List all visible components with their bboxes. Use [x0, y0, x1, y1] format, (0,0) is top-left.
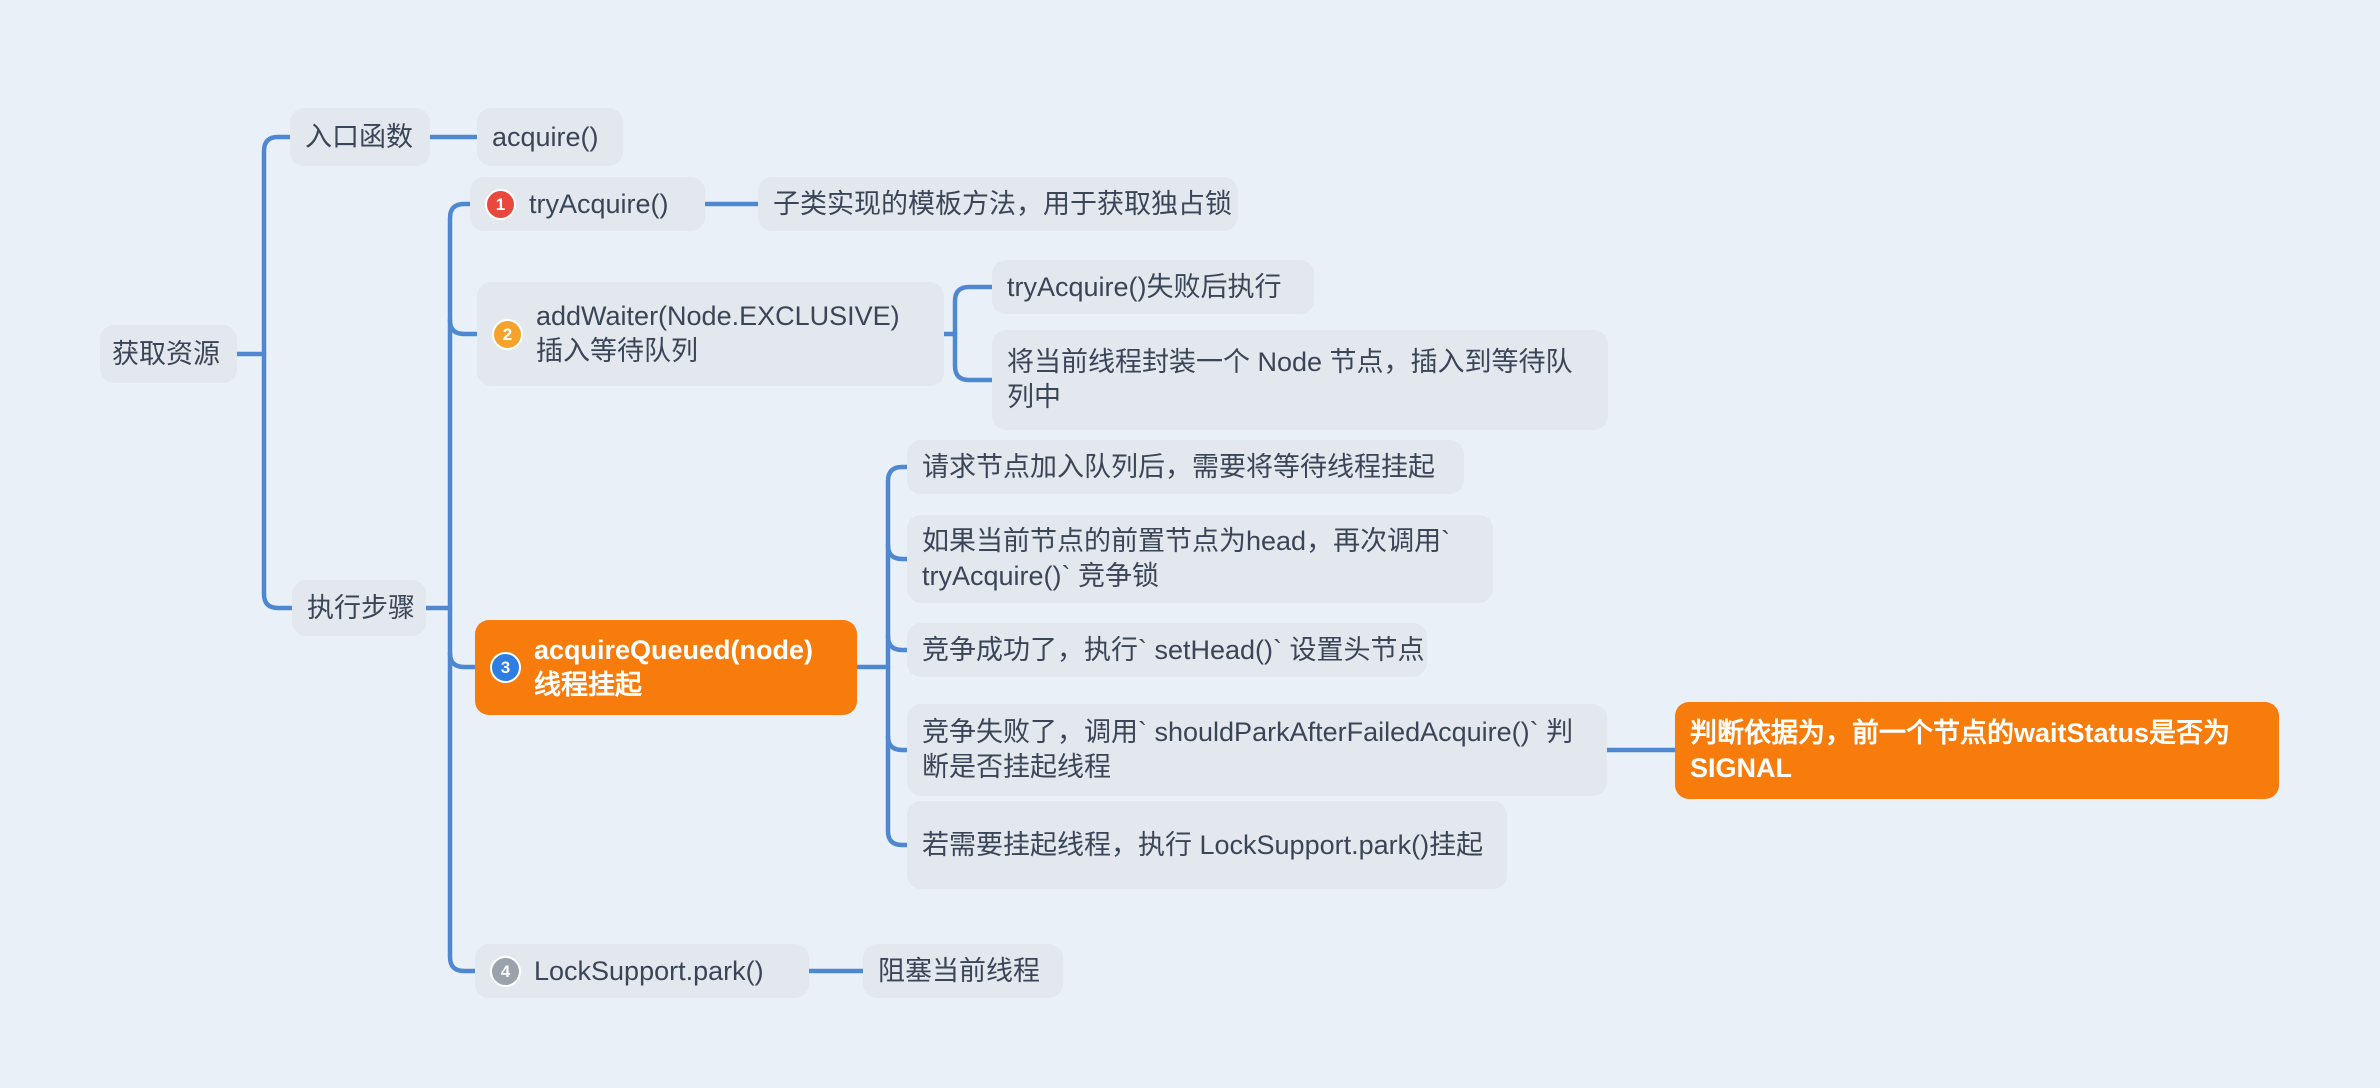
note-step3-2-label: 如果当前节点的前置节点为head，再次调用` tryAcquire()` 竞争锁 — [922, 526, 1451, 591]
note-step1-label: 子类实现的模板方法，用于获取独占锁 — [773, 188, 1232, 219]
note-step3-4-detail[interactable]: 判断依据为，前一个节点的waitStatus是否为SIGNAL — [1675, 702, 2279, 799]
node-step1-tryacquire[interactable]: 1 tryAcquire() — [470, 177, 705, 231]
badge-1-icon: 1 — [485, 188, 516, 220]
node-step3-line1: acquireQueued(node) — [534, 634, 814, 665]
connector-step2-trunk — [952, 284, 995, 383]
node-acquire[interactable]: acquire() — [477, 108, 623, 166]
node-step1-label: tryAcquire() — [529, 188, 669, 219]
connector-branch-step2 — [447, 317, 480, 337]
badge-4-icon: 4 — [490, 955, 521, 987]
connector-branch-step3 — [447, 650, 478, 670]
note-step3-4[interactable]: 竞争失败了，调用` shouldParkAfterFailedAcquire()… — [907, 704, 1607, 796]
node-root[interactable]: 获取资源 — [100, 325, 237, 383]
connector-root-trunk — [261, 134, 295, 611]
connector-branch-step3-note3 — [885, 633, 910, 653]
node-step2-line2: 插入等待队列 — [536, 336, 698, 366]
note-step3-3[interactable]: 竞争成功了，执行` setHead()` 设置头节点 — [907, 623, 1427, 677]
note-step3-3-label: 竞争成功了，执行` setHead()` 设置头节点 — [922, 634, 1425, 665]
note-step1[interactable]: 子类实现的模板方法，用于获取独占锁 — [758, 177, 1238, 231]
note-step2-2-label: 将当前线程封装一个 Node 节点，插入到等待队列中 — [1007, 347, 1573, 412]
node-root-label: 获取资源 — [112, 338, 220, 369]
badge-3-icon: 3 — [490, 652, 521, 683]
node-step2-addwaiter[interactable]: 2 addWaiter(Node.EXCLUSIVE) 插入等待队列 — [477, 282, 944, 386]
note-step2-1[interactable]: tryAcquire()失败后执行 — [992, 260, 1314, 314]
badge-2-icon: 2 — [492, 318, 523, 350]
note-step2-2[interactable]: 将当前线程封装一个 Node 节点，插入到等待队列中 — [992, 330, 1608, 430]
note-step2-1-label: tryAcquire()失败后执行 — [1007, 271, 1282, 302]
note-step4-label: 阻塞当前线程 — [878, 955, 1040, 986]
node-entry-fn-label: 入口函数 — [305, 121, 413, 152]
node-acquire-label: acquire() — [492, 121, 599, 152]
connector-steps-trunk — [447, 201, 478, 974]
node-step3-acquirequeued[interactable]: 3 acquireQueued(node) 线程挂起 — [475, 620, 857, 715]
node-step3-line2: 线程挂起 — [534, 669, 642, 700]
node-step2-label: addWaiter(Node.EXCLUSIVE) 插入等待队列 — [536, 299, 900, 369]
note-step3-1-label: 请求节点加入队列后，需要将等待线程挂起 — [922, 451, 1435, 482]
node-step4-locksupport-park[interactable]: 4 LockSupport.park() — [475, 944, 809, 998]
connector-branch-step3-note4 — [885, 733, 910, 753]
note-step3-4-detail-label: 判断依据为，前一个节点的waitStatus是否为SIGNAL — [1690, 717, 2231, 783]
node-entry-fn[interactable]: 入口函数 — [290, 108, 430, 166]
node-step2-line1: addWaiter(Node.EXCLUSIVE) — [536, 301, 900, 331]
node-step3-label: acquireQueued(node) 线程挂起 — [534, 633, 813, 703]
connector-step3-trunk — [885, 464, 910, 848]
node-step4-label: LockSupport.park() — [534, 955, 764, 986]
note-step3-1[interactable]: 请求节点加入队列后，需要将等待线程挂起 — [907, 440, 1464, 494]
note-step3-5[interactable]: 若需要挂起线程，执行 LockSupport.park()挂起 — [907, 801, 1507, 889]
note-step4[interactable]: 阻塞当前线程 — [863, 944, 1063, 998]
connector-branch-step3-note2 — [885, 542, 910, 562]
node-exec-steps[interactable]: 执行步骤 — [292, 580, 426, 636]
note-step3-5-label: 若需要挂起线程，执行 LockSupport.park()挂起 — [922, 829, 1484, 860]
node-exec-steps-label: 执行步骤 — [307, 592, 415, 623]
note-step3-4-label: 竞争失败了，调用` shouldParkAfterFailedAcquire()… — [922, 717, 1574, 782]
note-step3-2[interactable]: 如果当前节点的前置节点为head，再次调用` tryAcquire()` 竞争锁 — [907, 515, 1493, 603]
